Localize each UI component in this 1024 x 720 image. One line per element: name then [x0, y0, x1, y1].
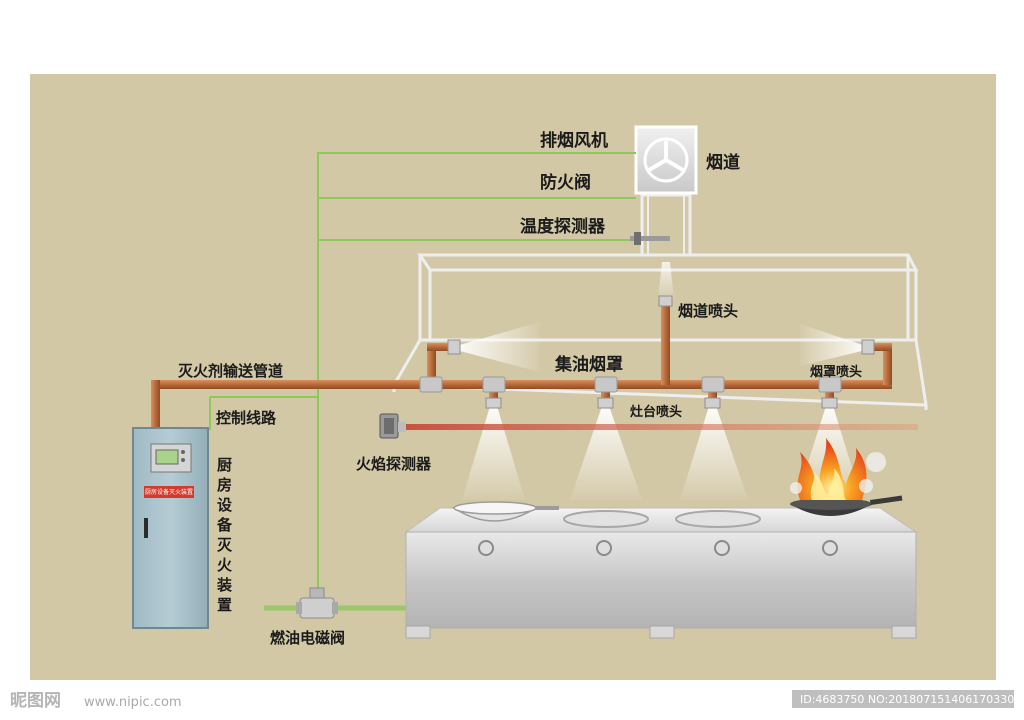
label-fuel-valve: 燃油电磁阀 — [270, 629, 345, 647]
valve-icon — [296, 587, 338, 619]
label-extinguisher-unit: 厨 房 设 备 灭 火 装 置 — [216, 456, 233, 614]
label-grease-hood: 集油烟罩 — [554, 354, 623, 375]
svg-text:火: 火 — [217, 556, 233, 574]
watermark-logo: 昵图网 — [10, 691, 61, 711]
grease-hood — [391, 253, 928, 410]
label-fan: 排烟风机 — [540, 130, 608, 151]
fan-icon — [634, 125, 698, 195]
svg-text:厨: 厨 — [217, 456, 232, 474]
flame-detector — [379, 413, 918, 439]
extinguisher-cabinet: 厨房设备灭火装置 — [132, 427, 209, 629]
label-duct: 烟道 — [706, 152, 740, 173]
svg-text:设: 设 — [217, 496, 232, 514]
label-flame-detector: 火焰探测器 — [356, 455, 432, 473]
label-stove-nozzle: 灶台喷头 — [630, 404, 682, 420]
unit-panel-tag: 厨房设备灭火装置 — [145, 488, 193, 496]
watermark-site: www.nipic.com — [84, 695, 182, 710]
label-fire-damper: 防火阀 — [540, 172, 591, 193]
watermark-id: ID:4683750 NO:20180715140617033030 — [800, 693, 1024, 706]
svg-text:装: 装 — [216, 576, 233, 594]
nozzle-icon — [447, 295, 875, 409]
svg-text:置: 置 — [217, 596, 232, 614]
wok-fire — [790, 495, 903, 516]
svg-text:备: 备 — [216, 516, 233, 534]
stove — [404, 507, 918, 639]
svg-text:房: 房 — [217, 476, 232, 494]
label-control-line: 控制线路 — [216, 409, 277, 427]
temp-detector — [630, 232, 670, 245]
label-temp-detector: 温度探测器 — [520, 216, 606, 237]
control-wiring — [209, 152, 636, 590]
watermark-id-bg — [792, 690, 1014, 708]
exhaust-duct — [640, 193, 692, 257]
label-duct-nozzle: 烟道喷头 — [678, 302, 738, 320]
svg-text:灭: 灭 — [216, 536, 233, 554]
agent-pipe — [151, 305, 892, 430]
label-agent-pipe: 灭火剂输送管道 — [177, 362, 283, 380]
label-hood-nozzle: 烟罩喷头 — [810, 364, 862, 380]
wok-left — [451, 501, 559, 522]
fire-icon — [790, 438, 886, 500]
